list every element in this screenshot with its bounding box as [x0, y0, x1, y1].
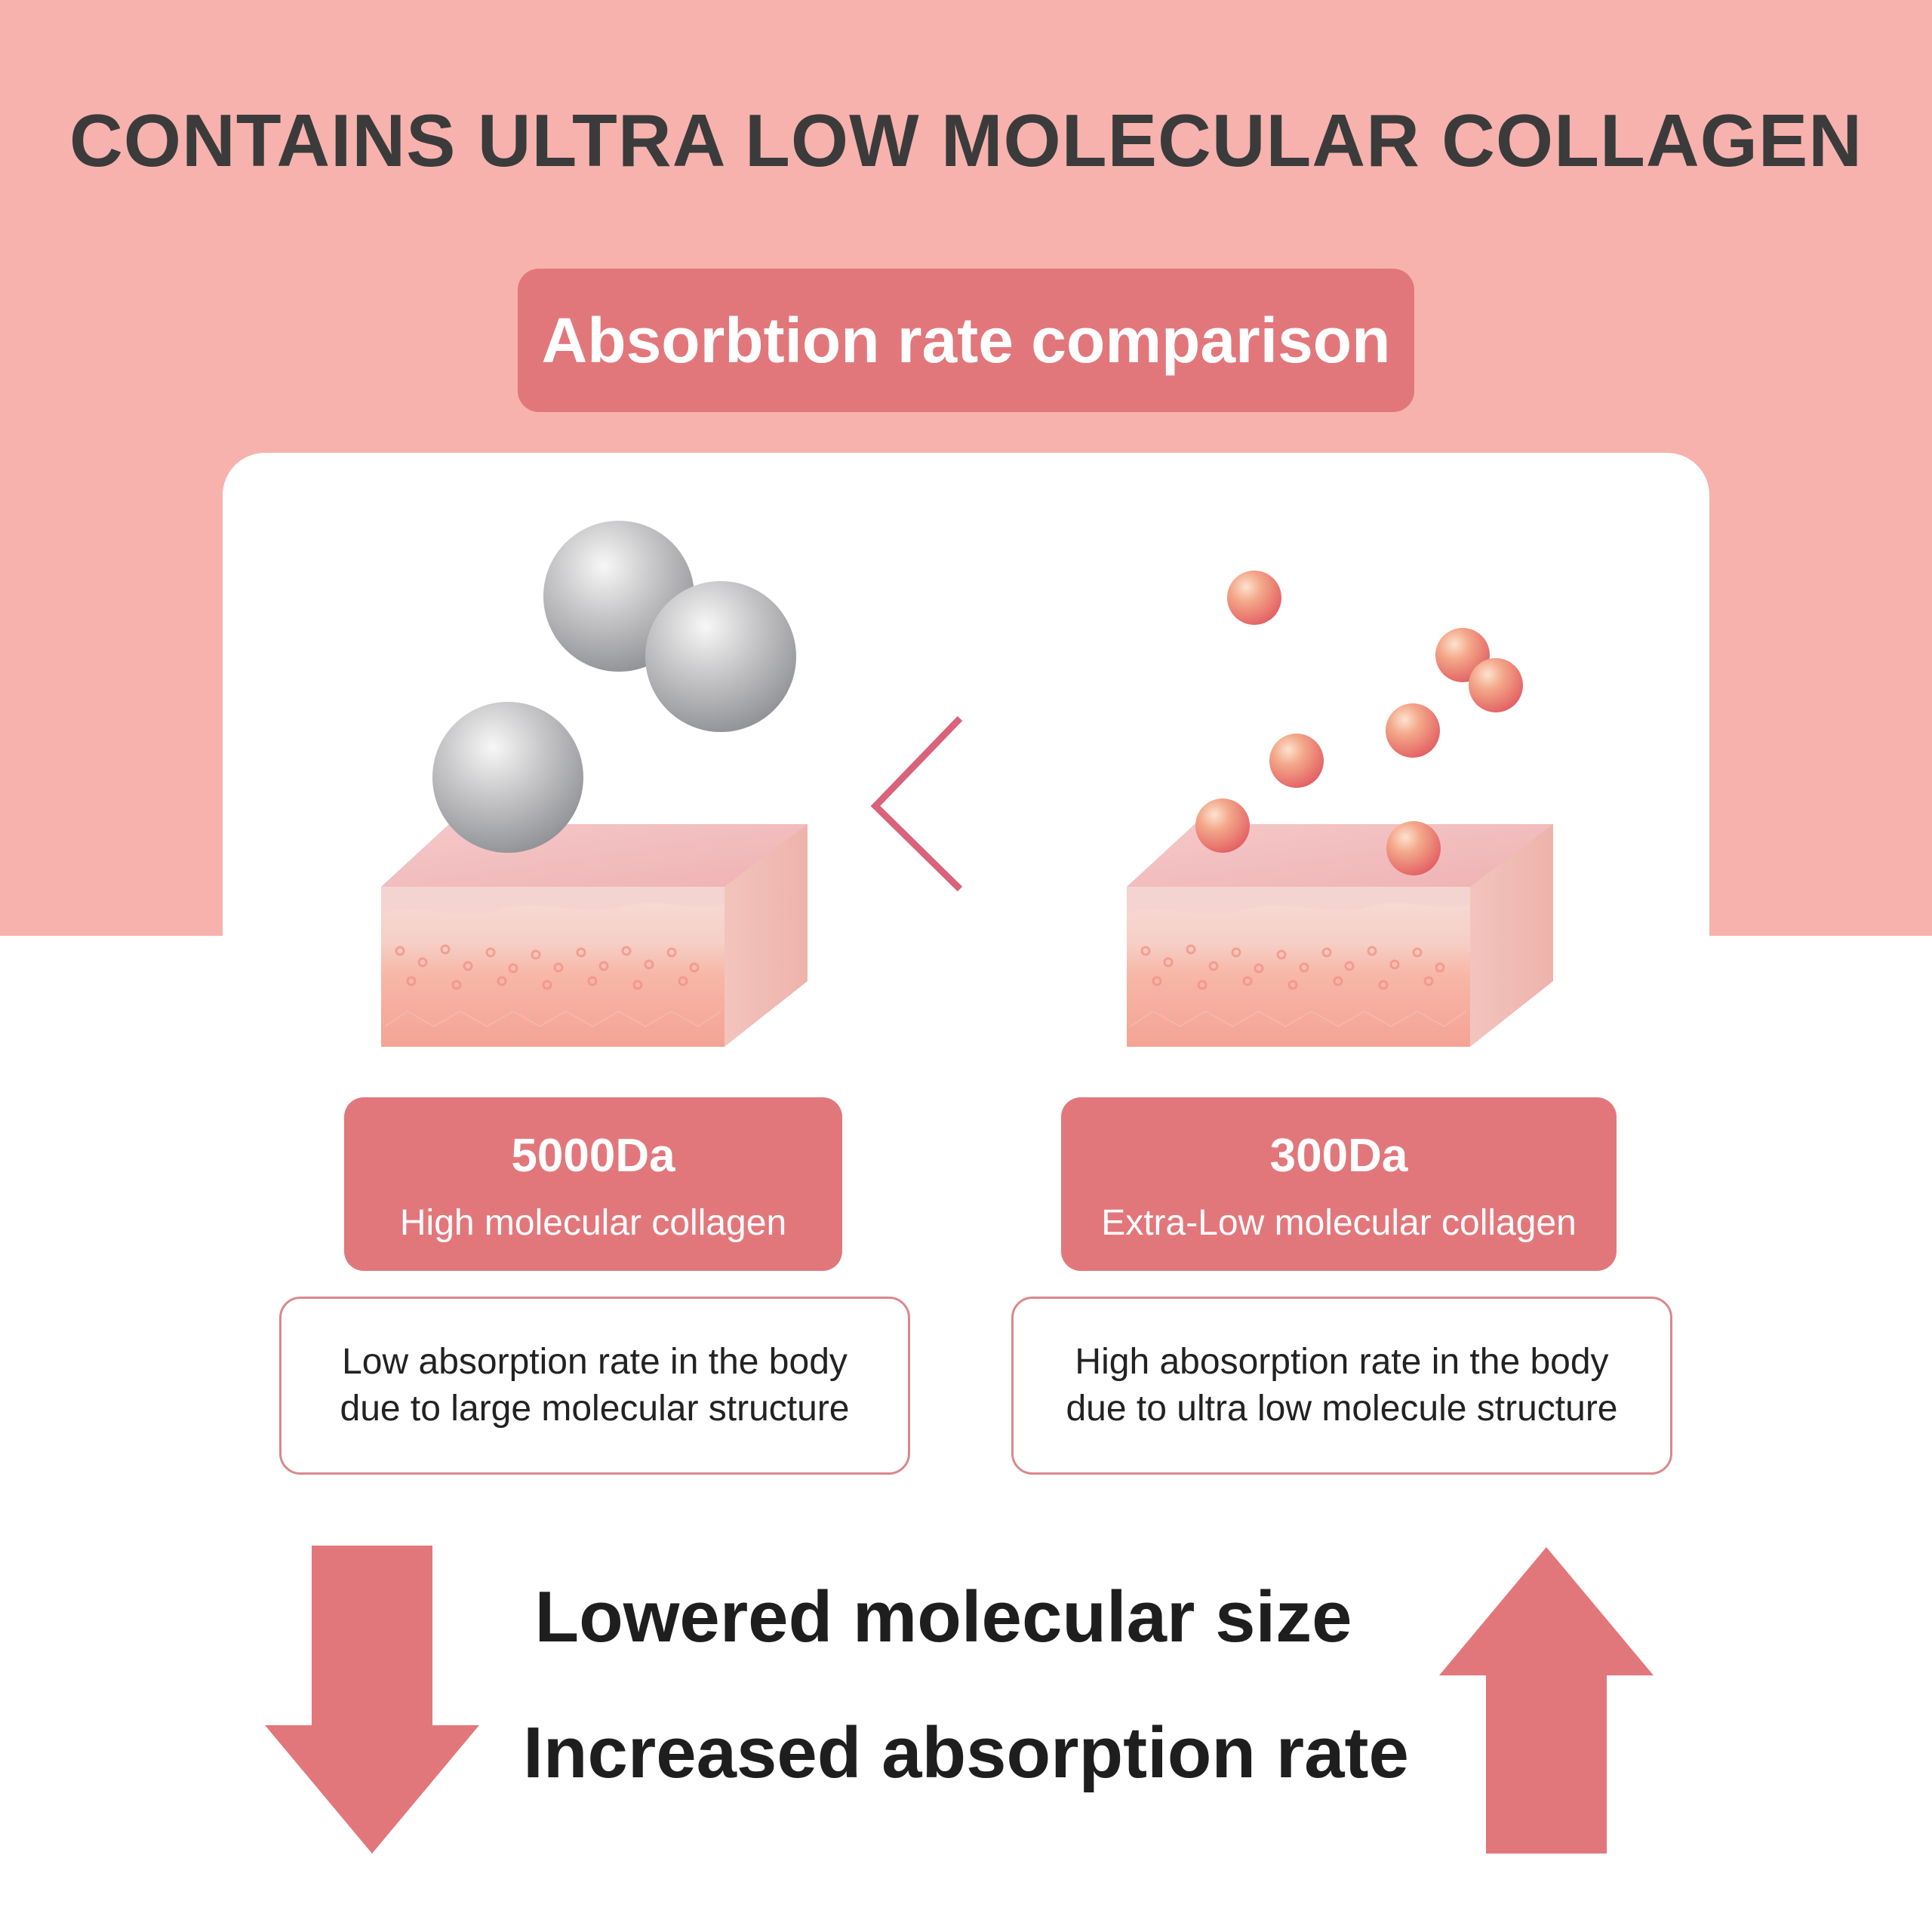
description-right-line1: High abosorption rate in the body — [1075, 1342, 1609, 1382]
page-title: CONTAINS ULTRA LOW MOLECULAR COLLAGEN — [69, 99, 1863, 182]
comparison-pill-label: Absorbtion rate comparison — [541, 304, 1391, 376]
coral-molecule-1 — [1227, 571, 1281, 625]
coral-molecule-4 — [1386, 703, 1440, 758]
up-arrow-icon — [1439, 1547, 1654, 1854]
description-left-line1: Low absorption rate in the body — [342, 1342, 848, 1382]
down-arrow-icon — [265, 1546, 479, 1854]
description-right: High abosorption rate in the body due to… — [1011, 1297, 1672, 1475]
description-left: Low absorption rate in the body due to l… — [279, 1297, 910, 1475]
collagen-type-right: Extra-Low molecular collagen — [1101, 1203, 1577, 1243]
coral-molecule-6 — [1195, 798, 1250, 853]
description-left-line2: due to large molecular structure — [340, 1389, 850, 1429]
summary-line-2: Increased absorption rate — [523, 1712, 1409, 1793]
dalton-value-left: 5000Da — [511, 1130, 675, 1182]
summary-line-1: Lowered molecular size — [534, 1577, 1352, 1657]
gray-molecule-3 — [432, 702, 583, 853]
description-right-line2: due to ultra low molecule structure — [1066, 1389, 1618, 1429]
dalton-value-right: 300Da — [1269, 1130, 1408, 1182]
label-high-molecular: 5000Da High molecular collagen — [344, 1097, 842, 1271]
gray-molecule-2 — [645, 581, 796, 732]
coral-molecule-5 — [1269, 734, 1324, 788]
collagen-type-left: High molecular collagen — [399, 1203, 787, 1243]
coral-molecule-7 — [1386, 821, 1441, 875]
skin-block-left — [381, 824, 808, 1047]
comparison-pill: Absorbtion rate comparison — [518, 269, 1414, 412]
coral-molecule-3 — [1469, 658, 1523, 712]
label-extra-low-molecular: 300Da Extra-Low molecular collagen — [1061, 1097, 1617, 1271]
less-than-icon — [870, 715, 963, 892]
skin-block-right — [1127, 824, 1553, 1047]
